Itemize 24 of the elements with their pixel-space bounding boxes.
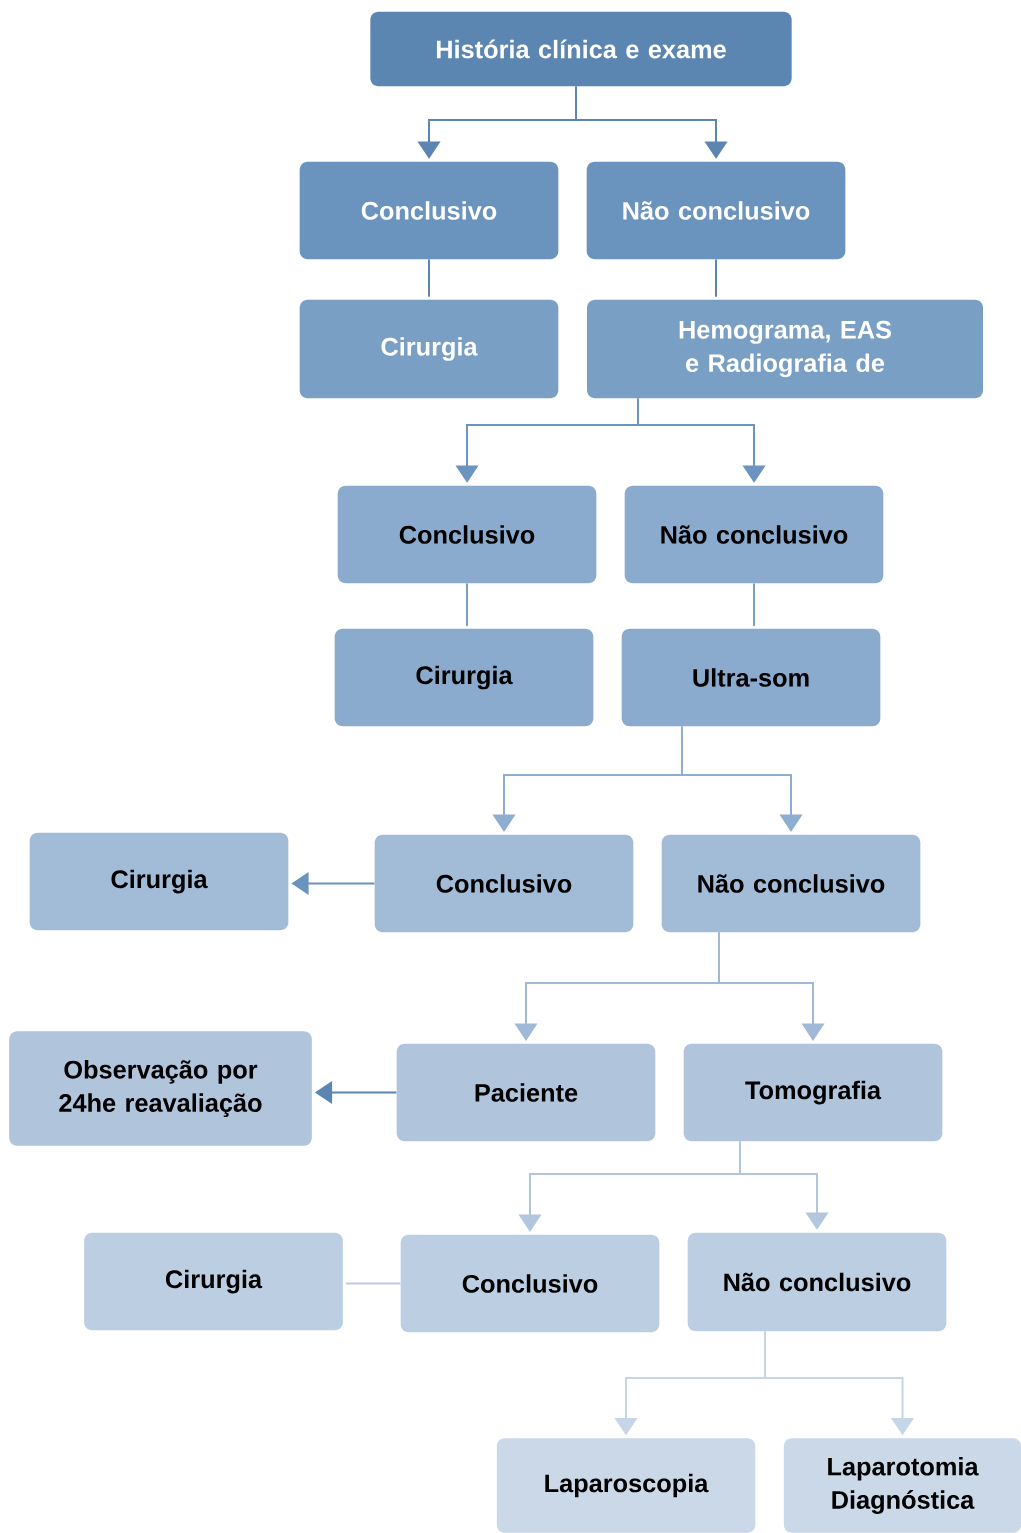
process-box: Conclusivo [299,161,559,260]
process-box: Cirurgia [299,299,559,399]
process-box: Não conclusivo [687,1232,947,1332]
arrow [718,931,825,1041]
process-box: Não conclusivo [586,161,846,260]
process-box: Observação por 24he reavaliação [9,1031,312,1146]
process-box: Cirurgia [84,1232,343,1331]
process-box: Laparotomia Diagnóstica [783,1438,1021,1533]
process-box: Tomografia [683,1043,943,1142]
process-box: História clínica e exame [370,11,792,87]
process-box: Hemograma, EAS e Radiografia de [587,299,983,399]
process-box: Conclusivo [337,485,597,584]
process-box: Conclusivo [374,834,634,933]
process-box: Cirurgia [334,628,594,727]
arrow [681,725,803,832]
process-box: Cirurgia [29,832,289,931]
arrow [575,85,728,159]
arrow [637,397,766,483]
process-box: Laparoscopia [496,1438,756,1533]
process-box: Conclusivo [400,1234,660,1333]
process-box: Paciente [396,1043,656,1142]
process-box: Ultra-som [621,628,881,727]
process-box: Não conclusivo [624,485,884,584]
process-box: Não conclusivo [661,834,921,933]
